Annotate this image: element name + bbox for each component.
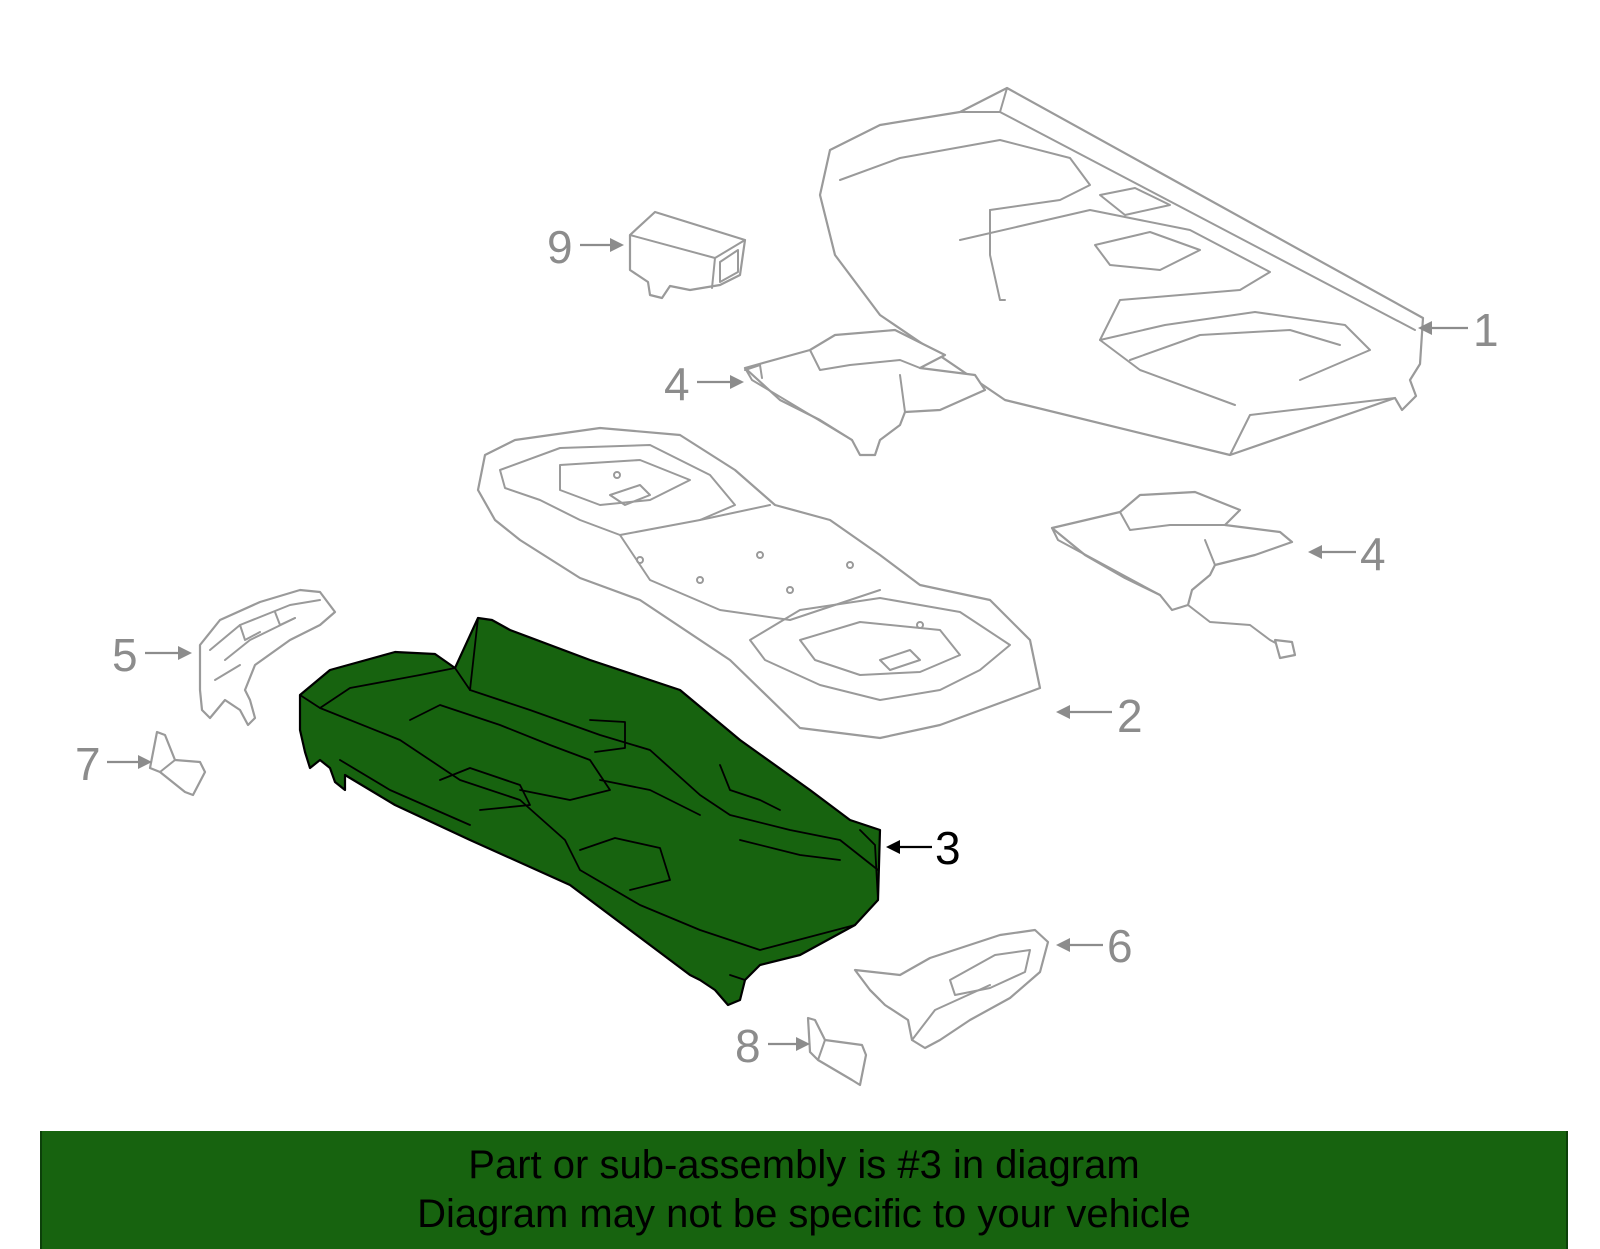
- part-4-right-trim: [1050, 490, 1297, 660]
- svg-text:9: 9: [547, 221, 573, 273]
- svg-text:2: 2: [1117, 690, 1143, 742]
- callout-1: 1: [1418, 304, 1499, 356]
- svg-text:7: 7: [75, 738, 101, 790]
- callout-6: 6: [1056, 920, 1133, 972]
- callout-2: 2: [1056, 690, 1143, 742]
- svg-text:6: 6: [1107, 920, 1133, 972]
- callout-4b: 4: [1308, 528, 1386, 580]
- svg-text:4: 4: [664, 358, 690, 410]
- banner-line-disclaimer: Diagram may not be specific to your vehi…: [417, 1192, 1191, 1236]
- callout-5: 5: [112, 629, 192, 681]
- part-8-small-cap: [806, 1016, 868, 1087]
- part-2-seat-frame: [476, 426, 1042, 740]
- part-7-small-cap: [148, 730, 207, 797]
- part-4-upper-trim: [743, 328, 987, 457]
- part-1-seat-cushion: [818, 86, 1425, 457]
- callout-4a: 4: [664, 358, 744, 410]
- svg-text:8: 8: [735, 1020, 761, 1072]
- svg-text:3: 3: [935, 822, 961, 874]
- svg-text:5: 5: [112, 629, 138, 681]
- callout-8: 8: [735, 1020, 810, 1072]
- part-info-banner: Part or sub-assembly is #3 in diagram Di…: [40, 1131, 1568, 1249]
- part-3-seat-bottom-frame: [298, 616, 882, 1007]
- callout-9: 9: [547, 221, 624, 273]
- callout-3: 3: [886, 822, 961, 874]
- svg-text:1: 1: [1473, 304, 1499, 356]
- part-5-left-trim: [198, 588, 337, 727]
- part-9-module: [628, 210, 747, 300]
- callout-7: 7: [75, 738, 152, 790]
- part-6-right-trim: [853, 928, 1050, 1050]
- banner-line-part: Part or sub-assembly is #3 in diagram: [468, 1143, 1140, 1187]
- svg-text:4: 4: [1360, 528, 1386, 580]
